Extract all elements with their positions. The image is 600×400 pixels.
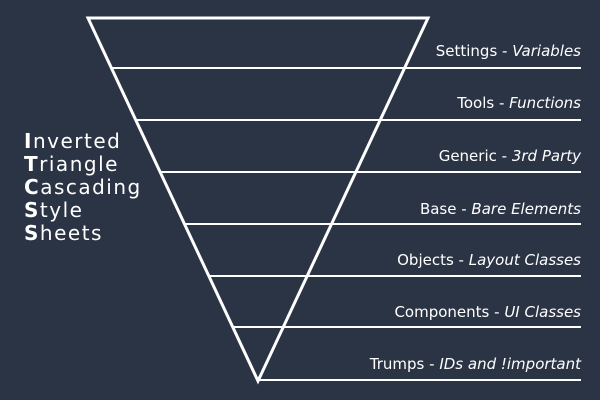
title-initial: C <box>24 175 41 199</box>
layer-description: Variables <box>512 42 581 60</box>
layer-description: 3rd Party <box>511 147 581 165</box>
layer-description: Functions <box>509 94 581 112</box>
layer-separator: - <box>453 251 469 269</box>
title-line-sheets: Sheets <box>24 222 142 245</box>
layer-name: Base <box>419 200 457 218</box>
layer-name: Generic <box>438 147 497 165</box>
layer-label-objects: Objects - Layout Classes <box>397 251 581 269</box>
layer-description: Bare Elements <box>471 200 581 218</box>
layer-name: Objects <box>397 251 454 269</box>
layer-label-base: Base - Bare Elements <box>420 200 581 218</box>
title-rest: riangle <box>39 152 119 176</box>
layer-description: UI Classes <box>504 303 581 321</box>
layer-separator: - <box>494 94 510 112</box>
itcss-acronym-title: Inverted Triangle Cascading Style Sheets <box>24 130 142 245</box>
layer-description: IDs and !important <box>439 355 581 373</box>
title-initial: S <box>24 198 40 222</box>
title-initial: T <box>24 152 40 176</box>
title-line-style: Style <box>24 199 142 222</box>
title-line-inverted: Inverted <box>24 130 142 153</box>
layer-name: Components <box>394 303 490 321</box>
layer-separator: - <box>424 355 440 373</box>
layer-label-components: Components - UI Classes <box>394 303 581 321</box>
title-rest: ascading <box>40 175 142 199</box>
inverted-triangle <box>85 16 431 385</box>
layer-separator: - <box>456 200 472 218</box>
layer-label-generic: Generic - 3rd Party <box>439 147 581 165</box>
layer-label-trumps: Trumps - IDs and !important <box>370 355 581 373</box>
title-line-triangle: Triangle <box>24 153 142 176</box>
title-rest: tyle <box>39 198 84 222</box>
layer-name: Settings <box>435 42 498 60</box>
title-rest: nverted <box>32 129 122 153</box>
layer-name: Trumps <box>369 355 425 373</box>
layer-name: Tools <box>457 94 495 112</box>
title-initial: S <box>24 221 40 245</box>
layer-separator: - <box>489 303 505 321</box>
layer-separator: - <box>497 42 513 60</box>
title-line-cascading: Cascading <box>24 176 142 199</box>
layer-separator: - <box>496 147 512 165</box>
title-rest: heets <box>39 221 103 245</box>
layer-label-settings: Settings - Variables <box>436 42 581 60</box>
layer-label-tools: Tools - Functions <box>457 94 581 112</box>
layer-description: Layout Classes <box>468 251 581 269</box>
title-initial: I <box>24 129 33 153</box>
